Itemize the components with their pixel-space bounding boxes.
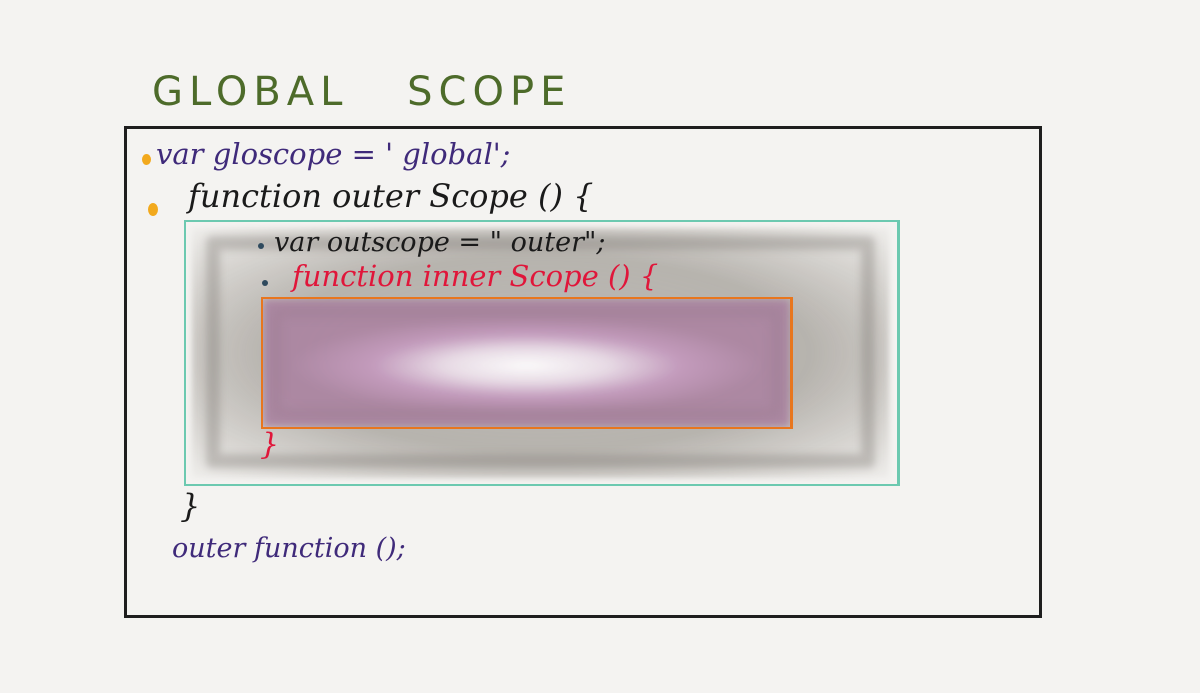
inner-scope-wash-stroke xyxy=(271,307,782,419)
inner-scope-box xyxy=(261,297,793,429)
line-function-inner: function inner Scope () { xyxy=(292,259,659,293)
outer-close-brace: } xyxy=(180,487,201,525)
bullet-dot-icon xyxy=(258,243,264,249)
global-scope-box xyxy=(124,126,1042,618)
outer-scope-wash-stroke xyxy=(206,236,875,468)
inner-close-brace: } xyxy=(260,427,280,462)
line-var-outscope: var outscope = " outer"; xyxy=(274,227,606,258)
bullet-dot-icon xyxy=(262,280,268,286)
bullet-dot-icon xyxy=(148,203,158,216)
line-function-outer: function outer Scope () { xyxy=(188,177,594,215)
inner-scope-wash xyxy=(263,299,790,427)
diagram-title: GLOBAL SCOPE xyxy=(152,69,572,115)
line-var-gloscope: var gloscope = ' global'; xyxy=(156,137,511,171)
line-call-outer: outer function (); xyxy=(172,533,406,564)
bullet-dot-icon xyxy=(142,154,151,165)
